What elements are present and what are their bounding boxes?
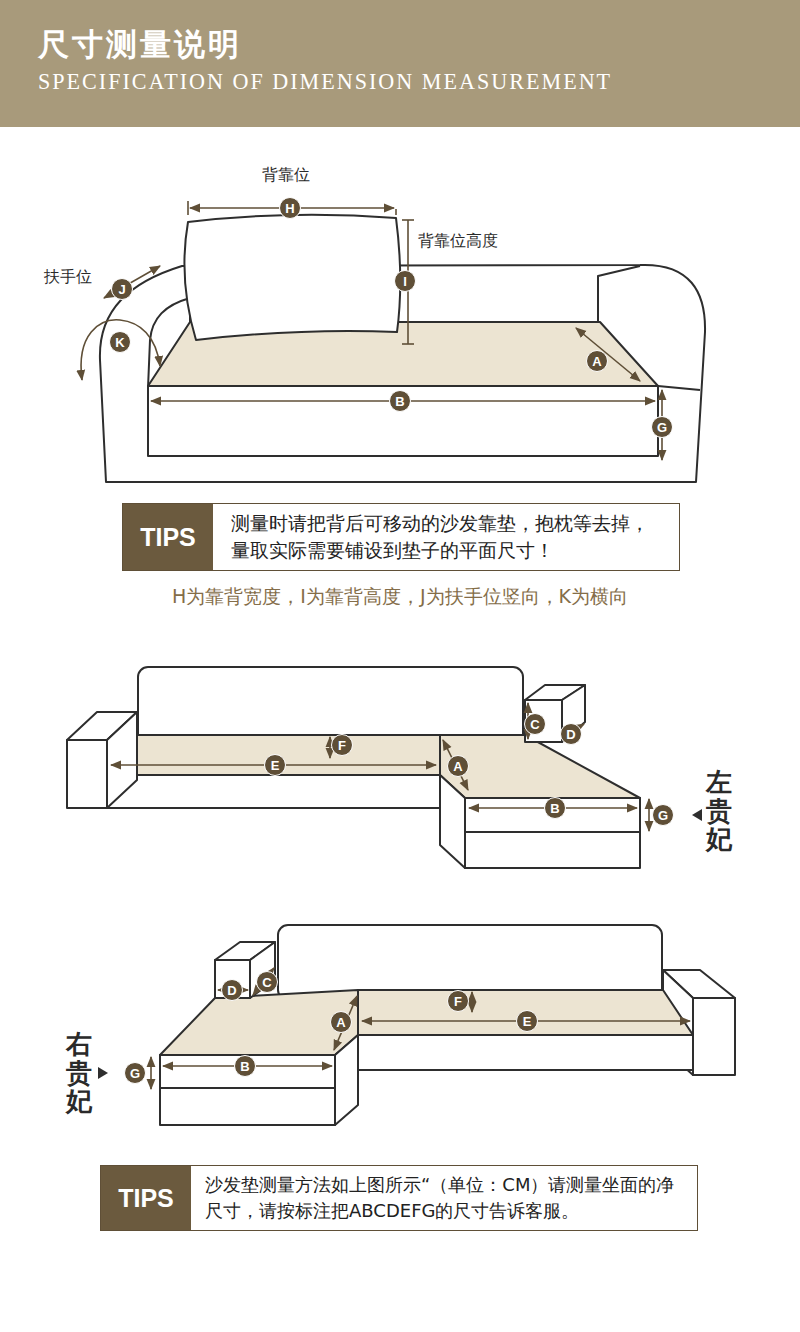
callout-letter: G [124, 1062, 146, 1084]
callout-text: F [454, 995, 462, 1008]
callout-letter: A [330, 1011, 352, 1033]
callout-text: C [530, 718, 539, 731]
callout-letter: E [264, 754, 286, 776]
callout-text: I [403, 275, 407, 288]
callout-letter: F [331, 734, 353, 756]
sofa-outline [100, 215, 705, 482]
tips-label: TIPS [101, 1166, 191, 1230]
callout-text: E [271, 759, 280, 772]
callout-letter: I [394, 270, 416, 292]
callout-text: D [566, 728, 575, 741]
part-label: 背靠位高度 [418, 231, 498, 252]
callout-letter: D [221, 979, 243, 1001]
callout-letter: E [516, 1010, 538, 1032]
sofa-outline [67, 667, 702, 868]
sofa-outline [98, 925, 735, 1125]
tips-text: 测量时请把背后可移动的沙发靠垫，抱枕等去掉，量取实际需要铺设到垫子的平面尺寸！ [231, 510, 665, 564]
variant-label: 左贵妃 [706, 768, 732, 854]
tips-label-text: TIPS [118, 1184, 174, 1213]
callout-text: D [227, 984, 236, 997]
dimension-lines [81, 201, 662, 460]
subtitle: SPECIFICATION OF DIMENSION MEASUREMENT [38, 66, 800, 98]
callout-letter: B [544, 797, 566, 819]
callout-text: B [395, 395, 404, 408]
callout-letter: D [560, 723, 582, 745]
callout-letter: A [586, 350, 608, 372]
title-band: 尺寸测量说明SPECIFICATION OF DIMENSION MEASURE… [0, 0, 800, 127]
callout-letter: F [447, 990, 469, 1012]
tips-label-text: TIPS [140, 523, 196, 552]
part-label: 扶手位 [44, 267, 92, 288]
callout-text: F [338, 739, 346, 752]
callout-letter: B [389, 390, 411, 412]
callout-letter: K [109, 331, 131, 353]
callout-text: J [118, 283, 125, 296]
callout-letter: G [651, 416, 673, 438]
variant-label: 右贵妃 [66, 1030, 92, 1116]
callout-text: A [336, 1016, 345, 1029]
tips-text: 沙发垫测量方法如上图所示“（单位：CM）请测量坐面的净尺寸，请按标注把ABCDE… [205, 1172, 683, 1223]
callout-letter: C [524, 713, 546, 735]
tips-label: TIPS [123, 504, 213, 570]
note: H为靠背宽度，I为靠背高度，J为扶手位竖向，K为横向 [0, 584, 800, 610]
callout-text: G [130, 1067, 140, 1080]
callout-letter: J [111, 278, 133, 300]
tips-box: 测量时请把背后可移动的沙发靠垫，抱枕等去掉，量取实际需要铺设到垫子的平面尺寸！ T… [122, 503, 680, 571]
callout-text: C [262, 976, 271, 989]
part-label: 背靠位 [262, 165, 310, 186]
callout-text: H [285, 202, 294, 215]
callout-text: E [523, 1015, 532, 1028]
dimension-lines [151, 968, 690, 1089]
callout-text: G [657, 421, 667, 434]
callout-text: B [550, 802, 559, 815]
callout-letter: G [652, 804, 674, 826]
callout-letter: H [279, 197, 301, 219]
callout-letter: A [447, 755, 469, 777]
callout-text: K [115, 336, 124, 349]
dimension-lines [111, 703, 649, 831]
callout-letter: B [234, 1055, 256, 1077]
callout-letter: C [256, 971, 278, 993]
callout-text: A [592, 355, 601, 368]
callout-text: B [240, 1060, 249, 1073]
tips-box: 沙发垫测量方法如上图所示“（单位：CM）请测量坐面的净尺寸，请按标注把ABCDE… [100, 1165, 698, 1231]
callout-text: G [658, 809, 668, 822]
title: 尺寸测量说明 [38, 22, 800, 66]
callout-text: A [453, 760, 462, 773]
